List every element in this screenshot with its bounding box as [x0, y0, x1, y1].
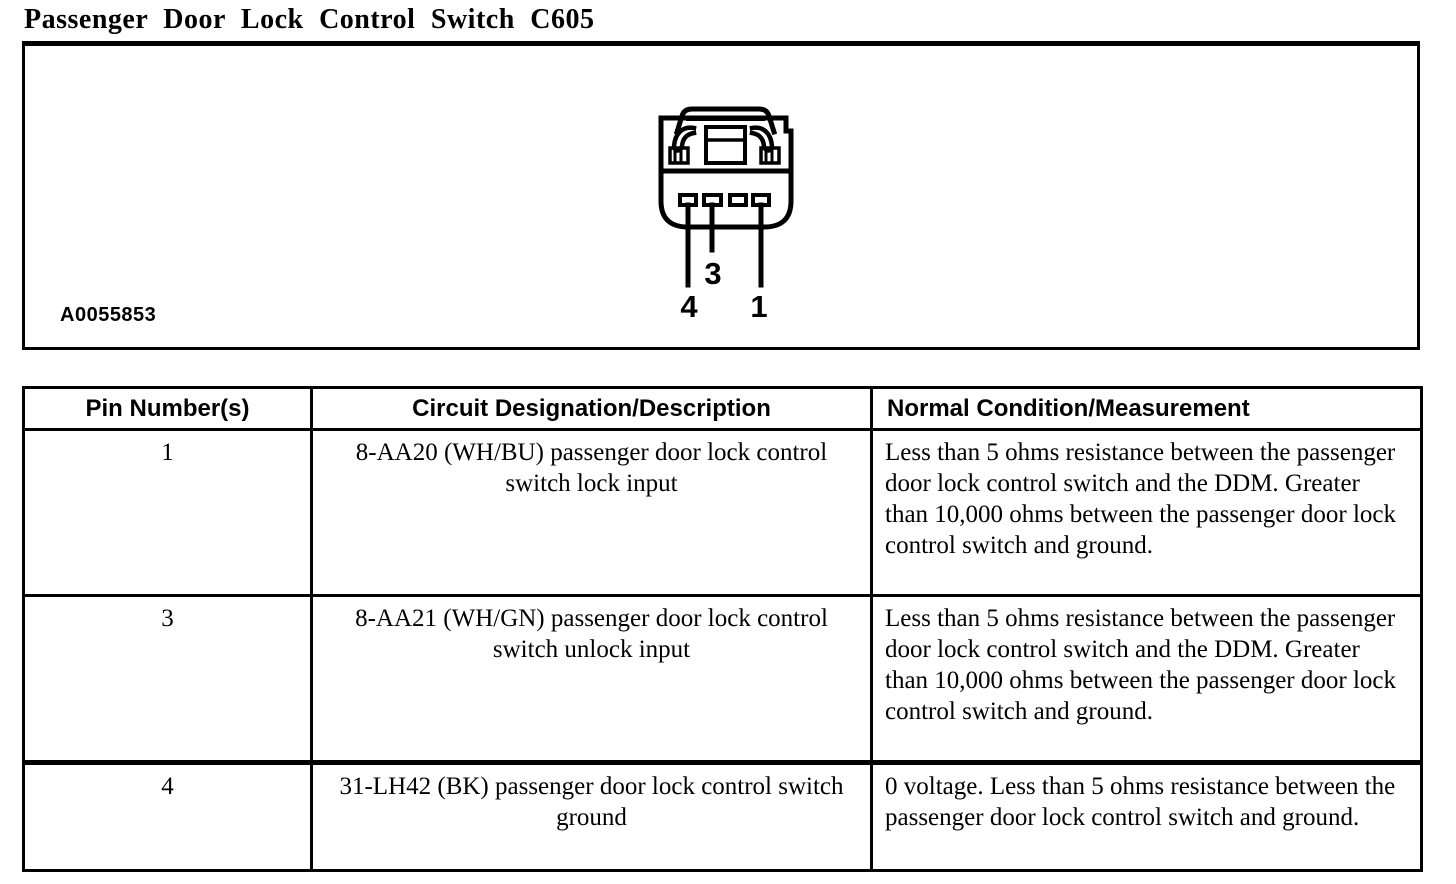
- connector-body: [658, 115, 794, 230]
- pin-callout-4: 4: [680, 289, 698, 324]
- connector-side-window-left: [668, 146, 690, 165]
- pin-number-cell: 3: [22, 594, 313, 764]
- normal-condition-cell: Less than 5 ohms resistance between the …: [870, 428, 1423, 597]
- header-pin-numbers: Pin Number(s): [22, 386, 313, 431]
- table-row-pin-3: 3 8-AA21 (WH/GN) passenger door lock con…: [22, 594, 1423, 764]
- connector-side-window-left-dividers: [673, 146, 683, 165]
- table-header-row: Pin Number(s) Circuit Designation/Descri…: [22, 386, 1423, 431]
- header-circuit-designation: Circuit Designation/Description: [310, 386, 873, 431]
- normal-condition-cell: Less than 5 ohms resistance between the …: [870, 594, 1423, 764]
- normal-condition-cell: 0 voltage. Less than 5 ohms resistance b…: [870, 760, 1423, 872]
- table-row-pin-1: 1 8-AA20 (WH/BU) passenger door lock con…: [22, 428, 1423, 597]
- connector-drawing: [658, 106, 794, 288]
- connector-diagram-frame: 3 4 1 A0055853: [22, 41, 1420, 350]
- header-normal-condition: Normal Condition/Measurement: [870, 386, 1423, 431]
- page-title: Passenger Door Lock Control Switch C605: [24, 4, 595, 35]
- connector-hook-right: [749, 125, 775, 153]
- pin-number-cell: 1: [22, 428, 313, 597]
- connector-hook-left: [671, 125, 697, 153]
- table-row-pin-4: 4 31-LH42 (BK) passenger door lock contr…: [22, 760, 1423, 872]
- pin-number-cell: 4: [22, 760, 313, 872]
- circuit-description-cell: 8-AA20 (WH/BU) passenger door lock contr…: [310, 428, 873, 597]
- pin-cavity-2: [728, 193, 748, 207]
- connector-latch: [673, 106, 778, 136]
- connector-center-window: [704, 125, 747, 165]
- pin-callout-3: 3: [704, 256, 722, 291]
- pin-callout-1: 1: [750, 289, 768, 324]
- circuit-description-cell: 8-AA21 (WH/GN) passenger door lock contr…: [310, 594, 873, 764]
- connector-side-window-right: [759, 146, 781, 165]
- figure-label: A0055853: [60, 304, 157, 326]
- connector-side-window-right-dividers: [764, 146, 774, 165]
- pin-connector-table: Pin Number(s) Circuit Designation/Descri…: [22, 386, 1423, 872]
- circuit-description-cell: 31-LH42 (BK) passenger door lock control…: [310, 760, 873, 872]
